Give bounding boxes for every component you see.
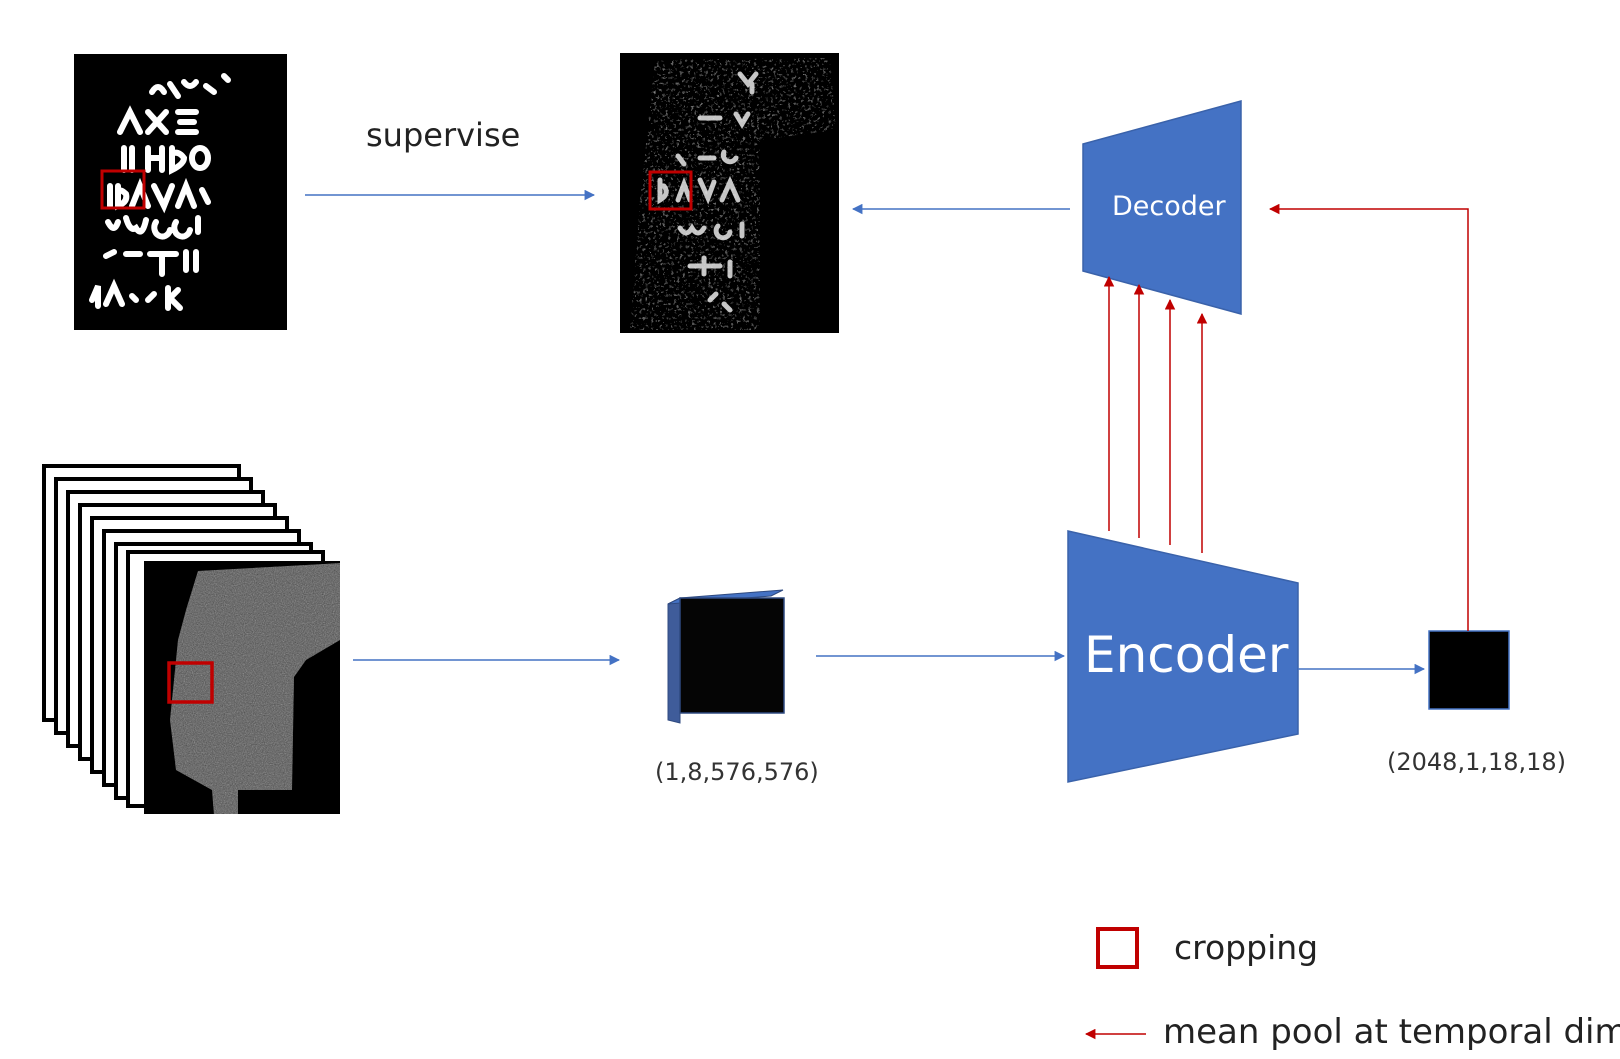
encoder-label: Encoder (1084, 626, 1289, 684)
input-cube (667, 589, 785, 724)
crop-box (167, 661, 214, 704)
decoder-label: Decoder (1112, 191, 1226, 222)
supervise-label: supervise (366, 116, 521, 154)
input-slice-stack (42, 464, 340, 814)
legend-mean-pool-label: mean pool at temporal dim (1163, 1012, 1620, 1052)
feature-shape-label: (2048,1,18,18) (1387, 748, 1567, 776)
feature-to-decoder-arrow (1268, 203, 1469, 631)
skip-connections (1103, 203, 1469, 631)
legend-cropping-label: cropping (1174, 928, 1319, 967)
prediction-image (620, 53, 839, 333)
feature-map (1428, 630, 1510, 710)
ink-glyphs (89, 73, 231, 311)
input-shape-label: (1,8,576,576) (655, 758, 819, 786)
crop-box (648, 170, 693, 211)
ink-label-image (74, 54, 287, 330)
legend-crop-swatch (1096, 927, 1139, 969)
encoder-block (1067, 530, 1299, 783)
predicted-glyphs (657, 71, 759, 313)
decoder-block (1082, 100, 1242, 315)
crop-box (100, 169, 146, 210)
